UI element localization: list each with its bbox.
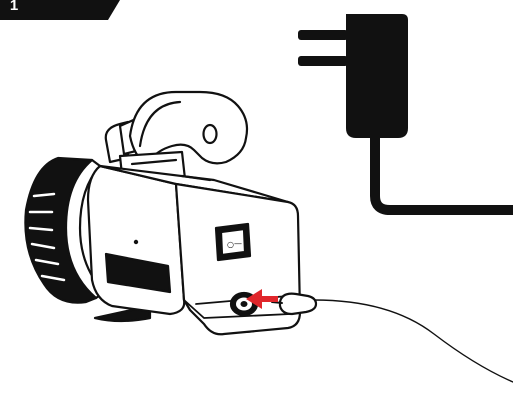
lantern-flashlight-icon: ○ — <box>24 90 302 336</box>
lamp-head <box>24 156 106 304</box>
adapter-cable <box>370 142 513 215</box>
adapter-body <box>346 14 408 138</box>
wall-charger-adapter-icon <box>298 14 513 215</box>
dc-plug-cable <box>313 299 513 383</box>
step-tab: 1 <box>0 0 120 22</box>
insert-direction-arrow-icon <box>246 289 278 309</box>
adapter-prongs <box>298 30 348 66</box>
dc-plug <box>271 292 513 383</box>
side-cutout <box>104 252 172 294</box>
dc-plug-body <box>278 292 318 316</box>
adapter-cable-root <box>370 136 380 144</box>
switch-on-symbol: — <box>234 239 242 248</box>
step-number: 1 <box>9 0 19 14</box>
switch-off-symbol: ○ <box>227 240 234 249</box>
lamp-ribbing <box>28 192 66 282</box>
step-banner-icon <box>0 0 120 20</box>
power-switch: ○ — <box>214 222 252 262</box>
carry-handle <box>104 90 249 166</box>
side-screw <box>133 239 139 245</box>
